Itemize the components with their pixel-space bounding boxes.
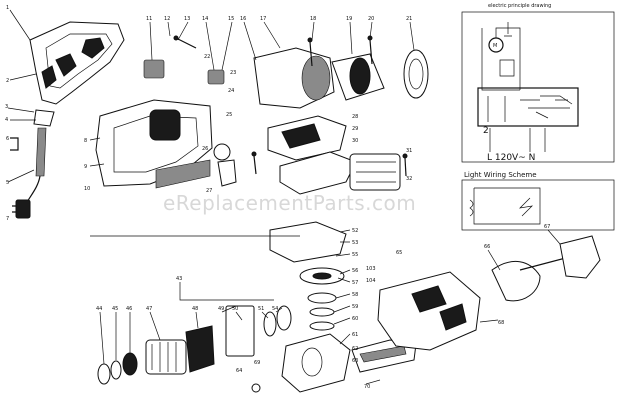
- callout-15: 15: [228, 16, 234, 22]
- housing-left: [29, 21, 125, 105]
- callout-13: 13: [184, 16, 190, 22]
- callout-27: 27: [206, 188, 212, 194]
- hex-key-icon: [10, 137, 19, 151]
- callout-25: 25: [226, 112, 232, 118]
- callout-14: 14: [202, 16, 208, 22]
- schematic-title: electric principle drawing: [488, 3, 551, 9]
- callout-52: 52: [352, 228, 358, 234]
- callout-66: 66: [484, 244, 490, 250]
- callout-62: 62: [352, 346, 358, 352]
- callout-4: 4: [5, 117, 8, 123]
- shoe-ring-icon: [491, 261, 541, 302]
- boot-cover: [377, 235, 601, 351]
- callout-70: 70: [364, 384, 370, 390]
- schematic-frame: [461, 11, 615, 163]
- callout-20: 20: [368, 16, 374, 22]
- mid-parts: [267, 115, 401, 195]
- callout-19: 19: [346, 16, 352, 22]
- callout-11: 11: [146, 16, 152, 22]
- callout-24: 24: [228, 88, 234, 94]
- callout-65: 65: [396, 250, 402, 256]
- callout-55: 55: [352, 252, 358, 258]
- callout-48: 48: [192, 306, 198, 312]
- callout-21: 21: [406, 16, 412, 22]
- callout-58: 58: [352, 292, 358, 298]
- callout-104: 104: [366, 278, 376, 284]
- callout-47: 47: [146, 306, 152, 312]
- callout-51: 51: [258, 306, 264, 312]
- callout-50: 50: [232, 306, 238, 312]
- front-housing: [281, 333, 417, 393]
- callout-17: 17: [260, 16, 266, 22]
- callout-44: 44: [96, 306, 102, 312]
- plug-icon: [15, 199, 31, 219]
- callout-53: 53: [352, 240, 358, 246]
- callout-23: 23: [230, 70, 236, 76]
- switch-block: [477, 87, 579, 127]
- armature-gear-icon: [185, 325, 215, 373]
- callout-5: 5: [6, 180, 9, 186]
- callout-8: 8: [84, 138, 87, 144]
- wiring-frame: [461, 179, 615, 231]
- callout-3: 3: [5, 104, 8, 110]
- callout-69: 69: [254, 360, 260, 366]
- callout-49: 49: [218, 306, 224, 312]
- light-wiring-scheme: Light Wiring Scheme: [461, 171, 615, 231]
- callout-9: 9: [84, 164, 87, 170]
- callout-103: 103: [366, 266, 376, 272]
- callout-61: 61: [352, 332, 358, 338]
- callout-32: 32: [406, 176, 412, 182]
- callout-10: 10: [84, 186, 90, 192]
- callout-63: 63: [352, 358, 358, 364]
- switch-assembly: [143, 59, 237, 187]
- callout-31: 31: [406, 148, 412, 154]
- armature-row: [97, 305, 292, 393]
- callout-67: 67: [544, 224, 550, 230]
- callout-7: 7: [6, 216, 9, 222]
- callout-2: 2: [6, 78, 9, 84]
- callout-59: 59: [352, 304, 358, 310]
- callouts: 1 2 3 4 5 6 7 8 9 10 11 12 13 14 15 16 1…: [5, 5, 550, 390]
- power-leads: [489, 128, 546, 152]
- callout-29: 29: [352, 126, 358, 132]
- callout-46: 46: [126, 306, 132, 312]
- power-cord: [10, 109, 55, 219]
- callout-26: 26: [202, 146, 208, 152]
- schematic-wiring: [481, 22, 521, 91]
- grip-pad-icon: [149, 109, 181, 141]
- callout-16: 16: [240, 16, 246, 22]
- schematic-left-num: 2: [483, 126, 489, 136]
- schematic-terminals: L 120V~ N: [487, 153, 535, 163]
- callout-1: 1: [6, 5, 9, 11]
- callout-12: 12: [164, 16, 170, 22]
- callout-60: 60: [352, 316, 358, 322]
- leader-lines: [7, 9, 561, 385]
- housing-right: [95, 99, 213, 189]
- callout-6: 6: [6, 136, 9, 142]
- callout-54: 54: [272, 306, 278, 312]
- callout-45: 45: [112, 306, 118, 312]
- watermark: eReplacementParts.com: [163, 191, 416, 215]
- wiring-title: Light Wiring Scheme: [464, 171, 537, 179]
- clamp-icon: [143, 59, 165, 79]
- fan-icon: [403, 49, 429, 99]
- wiring-lines: [469, 187, 541, 225]
- callout-64: 64: [236, 368, 242, 374]
- callout-28: 28: [352, 114, 358, 120]
- motor-assembly: [253, 47, 429, 109]
- callout-43: 43: [176, 276, 182, 282]
- switch-knob-icon: [213, 143, 231, 161]
- callout-68: 68: [498, 320, 504, 326]
- callout-30: 30: [352, 138, 358, 144]
- callout-22: 22: [204, 54, 210, 60]
- callout-18: 18: [310, 16, 316, 22]
- gear-group: [269, 221, 347, 331]
- callout-57: 57: [352, 280, 358, 286]
- switch-contacts: [487, 95, 573, 122]
- callout-56: 56: [352, 268, 358, 274]
- electric-schematic: electric principle drawing M 2 L 120V~ N: [461, 3, 615, 163]
- svg-text:M: M: [493, 43, 497, 49]
- shoe-icon: [559, 235, 601, 279]
